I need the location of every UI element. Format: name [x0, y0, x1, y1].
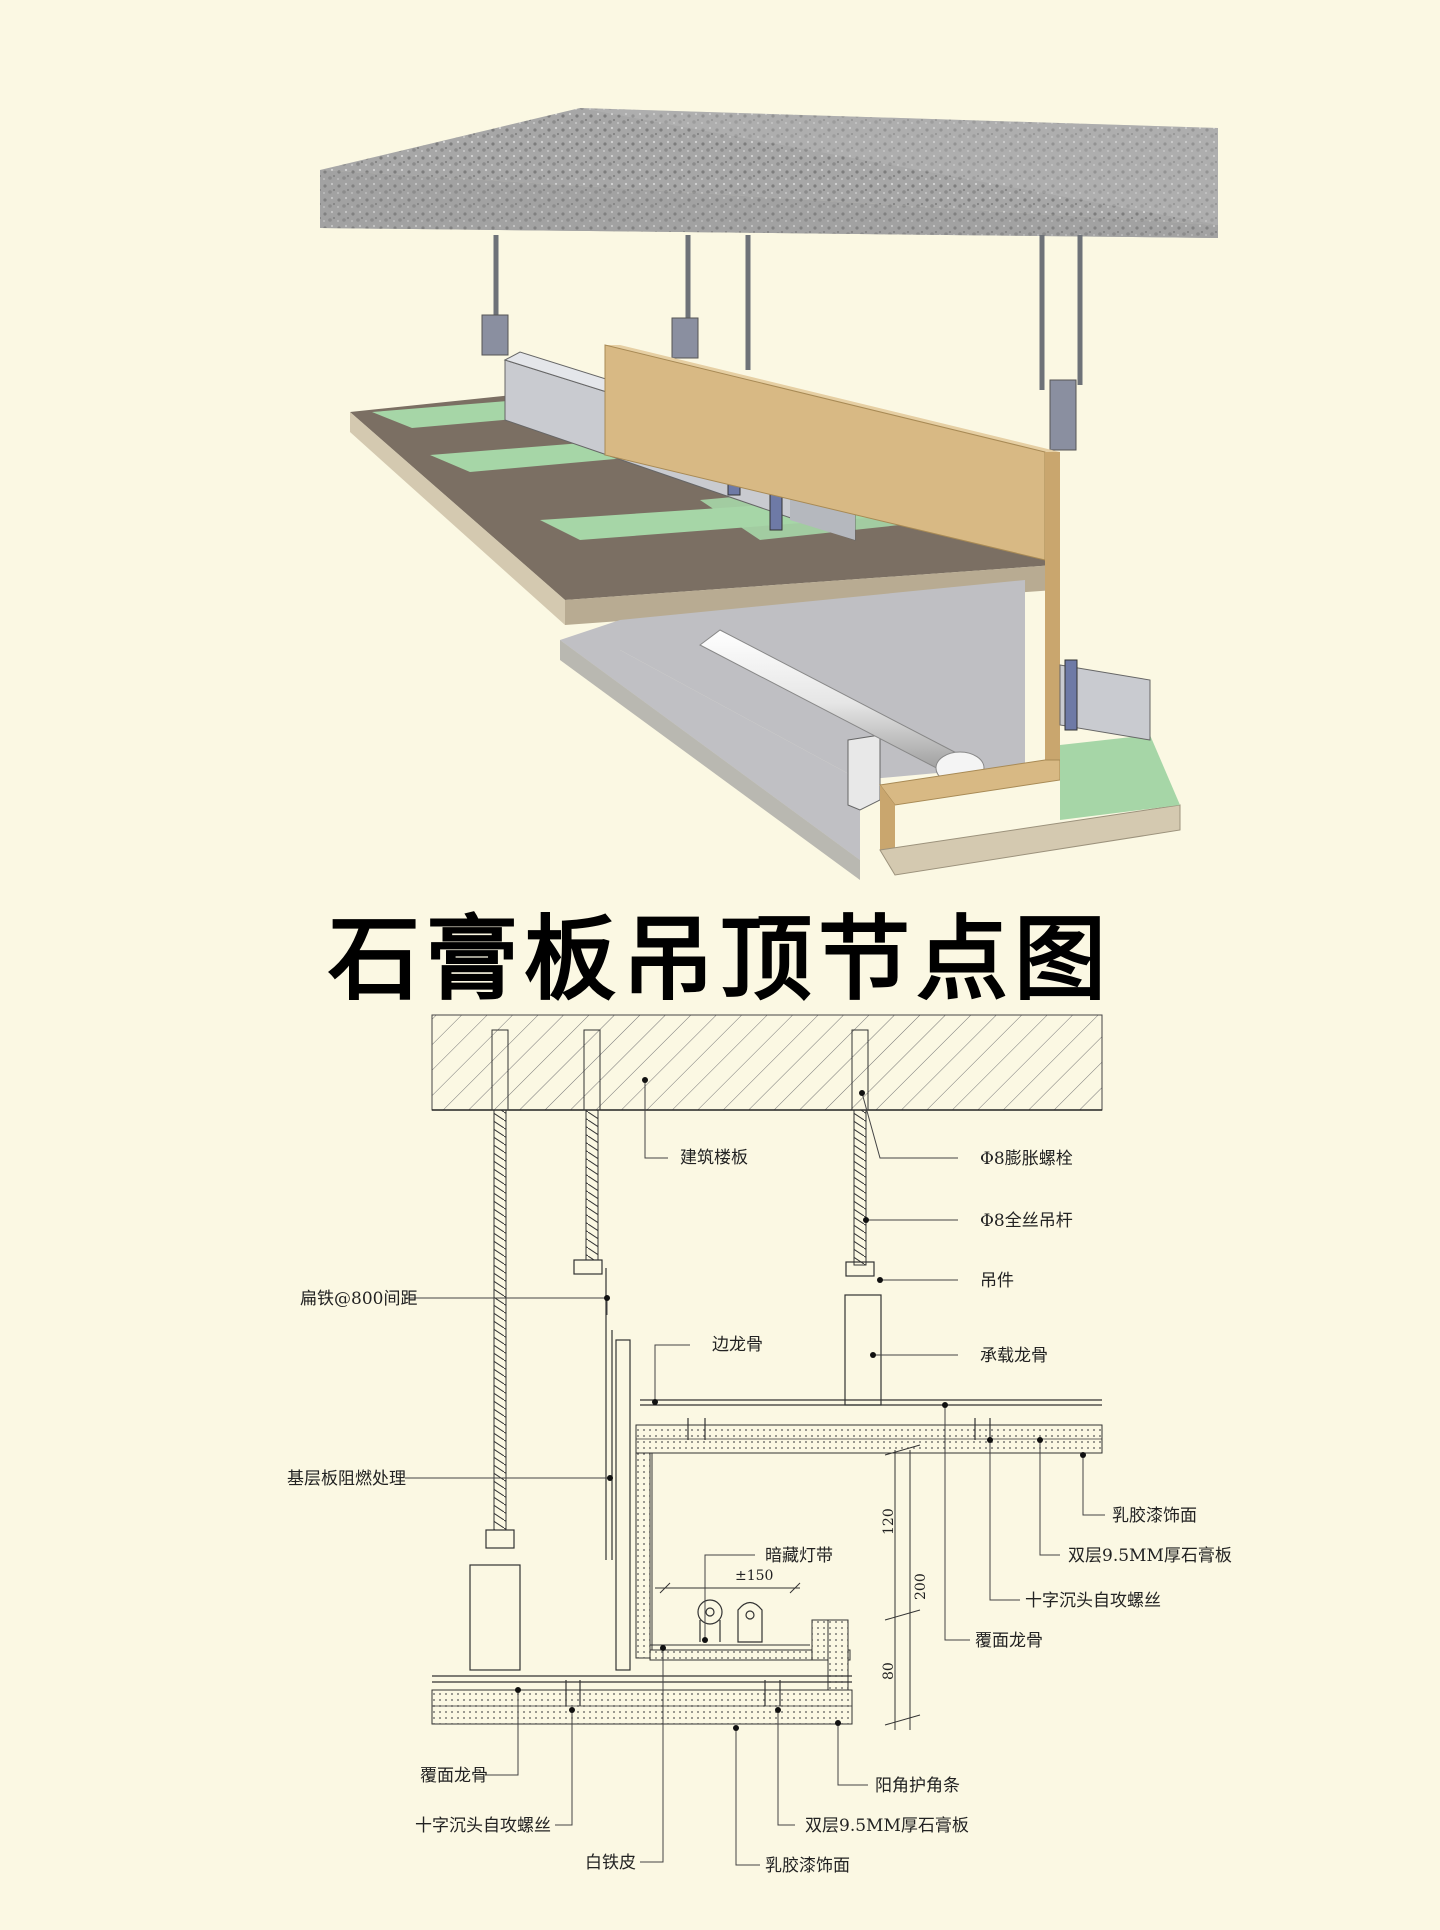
label-board-bottom: 双层9.5MM厚石膏板: [805, 1815, 969, 1836]
label-bolt: Φ8膨胀螺栓: [980, 1149, 1073, 1169]
wood-panel-3d: [604, 344, 1060, 760]
lower-gypsum-board: [431, 1675, 853, 1725]
label-slab: 建筑楼板: [680, 1148, 748, 1168]
leader-dots: [515, 1077, 1086, 1731]
label-corner-bead: 阳角护角条: [875, 1776, 960, 1796]
light-fixtures-section: [697, 1599, 763, 1643]
label-white-iron: 白铁皮: [585, 1853, 636, 1873]
dim-80: 80: [881, 1662, 897, 1680]
dim-200: 200: [913, 1573, 929, 1600]
label-latex-bottom: 乳胶漆饰面: [765, 1856, 850, 1876]
dim-pm150: ±150: [735, 1568, 773, 1584]
keels-section: [615, 1339, 1102, 1671]
label-cover-keel-right: 覆面龙骨: [975, 1631, 1043, 1651]
label-rod: Φ8全丝吊杆: [980, 1211, 1073, 1231]
side-keel-3d: [1059, 659, 1151, 741]
upper-gypsum-board: [635, 1424, 1103, 1454]
label-hanger: 吊件: [980, 1271, 1014, 1291]
vertical-drop-board: [635, 1452, 653, 1659]
label-light: 暗藏灯带: [765, 1546, 833, 1566]
concrete-slab-3d: [320, 108, 1218, 238]
label-flat-iron: 扁铁@800间距: [300, 1289, 417, 1309]
page-title: 石膏板吊顶节点图: [327, 906, 1112, 1013]
label-screw-bottom: 十字沉头自攻螺丝: [415, 1816, 551, 1836]
hangers-section: [469, 1259, 882, 1671]
hanger-rods-3d: [493, 235, 1083, 390]
light-trough-3d: [560, 580, 1025, 880]
screws-section: [565, 1418, 991, 1706]
label-board-top: 双层9.5MM厚石膏板: [1068, 1545, 1232, 1566]
label-fireproof: 基层板阻燃处理: [287, 1469, 406, 1489]
label-screw-top: 十字沉头自攻螺丝: [1025, 1591, 1161, 1611]
dimension-lines: [655, 1444, 921, 1730]
label-cover-keel-left: 覆面龙骨: [420, 1766, 488, 1786]
leader-lines: [405, 1080, 1105, 1866]
ceiling-3d-illustration: [320, 108, 1218, 880]
hanger-rods-section: [491, 1029, 869, 1531]
dim-120: 120: [881, 1508, 897, 1535]
label-main-keel: 承载龙骨: [980, 1346, 1048, 1366]
slab-section: [431, 1014, 1103, 1111]
hangers-3d: [481, 314, 1077, 451]
label-edge-keel: 边龙骨: [712, 1335, 763, 1355]
label-latex-top: 乳胶漆饰面: [1112, 1506, 1197, 1526]
wood-edge-3d: [879, 735, 1181, 876]
